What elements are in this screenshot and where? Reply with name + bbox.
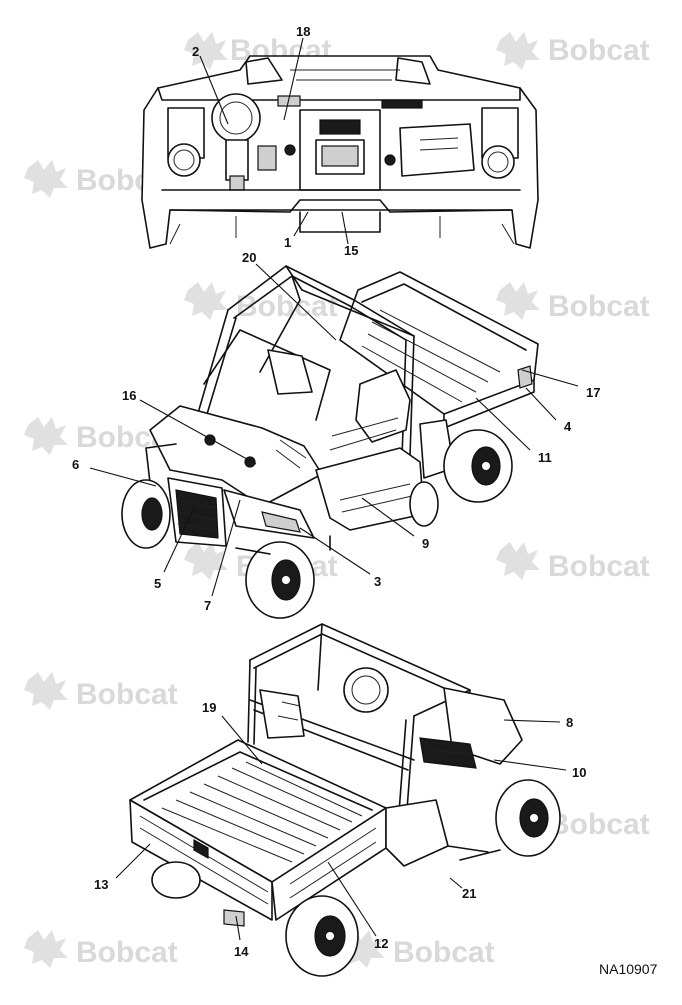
callout-9: 9 (422, 536, 429, 551)
callout-18: 18 (296, 24, 310, 39)
callout-5: 5 (154, 576, 161, 591)
watermark: Bobcat (496, 32, 650, 70)
watermark: Bobcat (496, 542, 650, 583)
callout-20: 20 (242, 250, 256, 265)
callout-8: 8 (566, 715, 573, 730)
callout-19: 19 (202, 700, 216, 715)
watermark-text: Bobcat (548, 290, 650, 323)
rear-three-quarter-view (129, 623, 561, 977)
callout-7: 7 (204, 598, 211, 613)
watermark: Bobcat (24, 930, 178, 969)
callout-21: 21 (462, 886, 476, 901)
watermark-text: Bobcat (393, 936, 495, 969)
callout-14: 14 (234, 944, 249, 959)
watermark: Bobcat (24, 672, 178, 711)
watermark-text: Bobcat (548, 550, 650, 583)
figure-id: NA10907 (599, 961, 658, 977)
callout-1: 1 (284, 235, 291, 250)
watermark-text: Bobcat (76, 936, 178, 969)
callout-17: 17 (586, 385, 600, 400)
watermark-text: Bobcat (548, 808, 650, 841)
callout-11: 11 (538, 450, 552, 465)
callout-10: 10 (572, 765, 586, 780)
callout-3: 3 (374, 574, 381, 589)
watermark-text: Bobcat (236, 290, 338, 323)
front-three-quarter-view (121, 265, 539, 619)
callout-6: 6 (72, 457, 79, 472)
watermark: Bobcat (496, 282, 650, 323)
callout-13: 13 (94, 877, 108, 892)
leader-lines (89, 37, 579, 941)
watermark: Bobcat (184, 282, 338, 323)
callout-labels: 2 18 1 15 20 16 6 5 7 3 9 11 4 17 19 8 1… (72, 24, 600, 959)
callout-12: 12 (374, 936, 388, 951)
watermark-text: Bobcat (548, 34, 650, 67)
callout-4: 4 (564, 419, 572, 434)
callout-2: 2 (192, 44, 199, 59)
callout-15: 15 (344, 243, 358, 258)
watermark-text: Bobcat (76, 678, 178, 711)
callout-16: 16 (122, 388, 136, 403)
dashboard-view (141, 55, 539, 249)
watermark: Bobcat (341, 930, 495, 969)
